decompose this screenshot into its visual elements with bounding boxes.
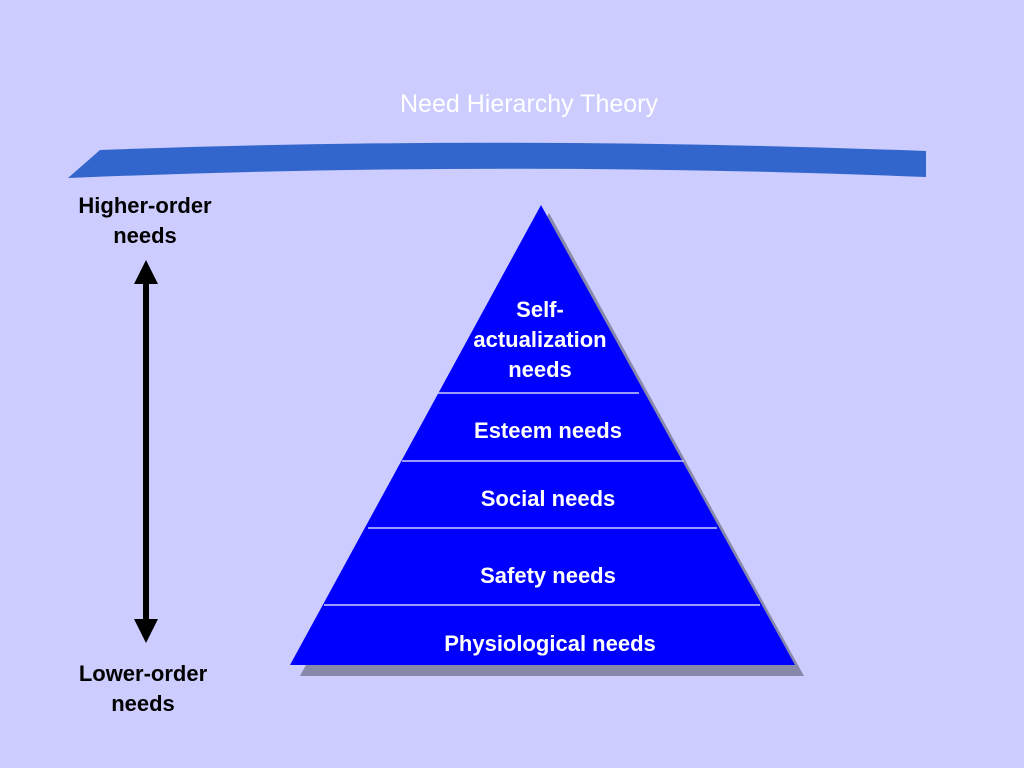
tier-safety: Safety needs [480, 563, 616, 588]
lower-order-line1: Lower-order [78, 661, 208, 686]
higher-order-label: Higher-order needs [60, 191, 230, 251]
slide-title: Need Hierarchy Theory [400, 90, 658, 118]
higher-order-line2: needs [113, 223, 177, 248]
tier-esteem: Esteem needs [474, 418, 622, 443]
lower-order-label: Lower-order needs [58, 659, 228, 719]
tier-self-line3: needs [508, 357, 572, 382]
pyramid-body [290, 205, 795, 665]
tier-self-line2: actualization [473, 327, 607, 352]
tier-self-actualization: Self- actualization needs [440, 295, 640, 385]
higher-order-line1: Higher-order [78, 193, 212, 218]
tier-physiological: Physiological needs [444, 631, 656, 656]
lower-order-line2: needs [111, 691, 175, 716]
tier-self-line1: Self- [516, 297, 564, 322]
tier-social: Social needs [480, 486, 616, 511]
